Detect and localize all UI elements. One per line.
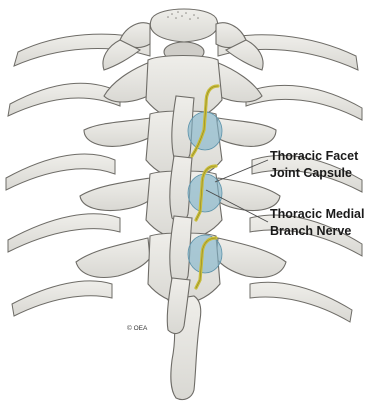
nerve-label: Thoracic Medial Branch Nerve [270,206,364,240]
rib-left-4 [8,214,120,252]
rib-right-2 [246,85,362,120]
transverse-process-4-left [76,238,150,277]
facet-capsule-2 [188,174,222,212]
facet-capsule-3 [188,235,222,273]
rib-right-5 [250,282,352,322]
nerve-label-line2: Branch Nerve [270,223,364,240]
transverse-process-2-right [214,118,276,146]
facet-label: Thoracic Facet Joint Capsule [270,148,358,182]
rib-left-5 [12,281,112,316]
facet-label-line2: Joint Capsule [270,165,358,182]
rib-left-2 [8,83,120,116]
nerve-label-line1: Thoracic Medial [270,206,364,223]
facet-label-line1: Thoracic Facet [270,148,358,165]
transverse-process-3-left [80,178,152,210]
facet-joint-capsules [188,112,222,273]
transverse-process-2-left [84,118,152,146]
copyright-mark: © OEA [127,325,147,332]
rib-left-3 [6,154,115,190]
transverse-process-4-right [216,238,286,277]
